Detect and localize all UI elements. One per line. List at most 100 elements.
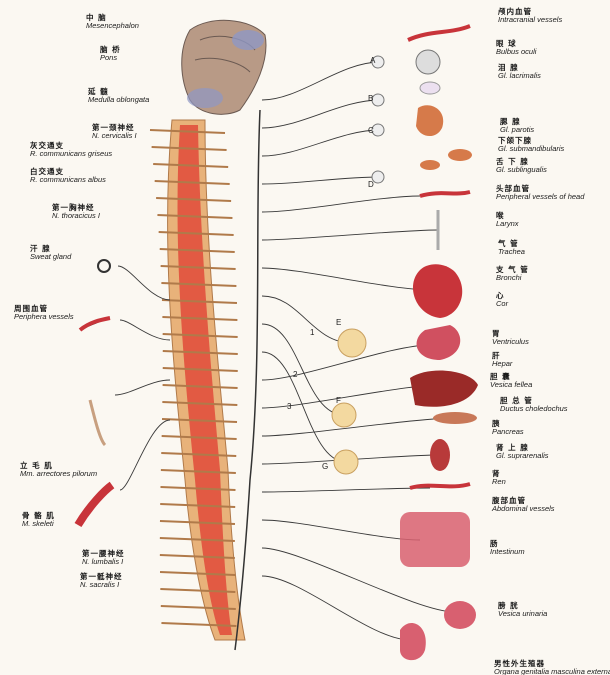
label-pons-latin: Pons [100, 54, 121, 62]
label-larynx-latin: Larynx [496, 220, 519, 228]
label-sweat-gland-latin: Sweat gland [30, 253, 71, 261]
organs [400, 26, 478, 660]
label-genitalia: 男性外生殖器Organa genitalia masculina externa [494, 660, 610, 675]
label-trachea-latin: Trachea [498, 248, 525, 256]
pancreas-shape [433, 412, 477, 424]
label-lacrimalis-latin: Gl. lacrimalis [498, 72, 541, 80]
heart-shape [413, 264, 462, 318]
ganglion-letter-A: A [370, 56, 375, 65]
kidney-shape [430, 439, 450, 471]
label-m-skeleti-latin: M. skeleti [22, 520, 55, 528]
label-r-albus-latin: R. communicans albus [30, 176, 106, 184]
label-n-cervicalis-latin: N. cervicalis I [92, 132, 137, 140]
label-medulla-latin: Medulla oblongata [88, 96, 149, 104]
spinal-column [150, 120, 245, 640]
label-choledochus-latin: Ductus choledochus [500, 405, 568, 413]
peripheral-targets [78, 260, 112, 525]
label-genitalia-latin: Organa genitalia masculina externa [494, 668, 610, 675]
label-arrectores-latin: Mm. arrectores pilorum [20, 470, 97, 478]
label-abdominal-latin: Abdominal vessels [492, 505, 555, 513]
head-vessel-shape [420, 192, 470, 196]
label-ren: 肾Ren [492, 470, 506, 486]
label-cor-latin: Cor [496, 300, 508, 308]
label-submandibularis-latin: Gl. submandibularis [498, 145, 564, 153]
intracranial-vessel-shape [408, 26, 470, 40]
label-sublingualis-latin: Gl. sublingualis [496, 166, 547, 174]
label-periph-vessels: 周围血管Periphera vessels [14, 305, 74, 321]
label-hepar-latin: Hepar [492, 360, 512, 368]
label-n-sacralis-latin: N. sacralis I [80, 581, 123, 589]
label-n-cervicalis: 第一颈神经N. cervicalis I [92, 124, 137, 140]
label-intestinum-latin: Intestinum [490, 548, 525, 556]
label-suprarenalis-latin: Gl. suprarenalis [496, 452, 549, 460]
label-mesencephalon-latin: Mesencephalon [86, 22, 139, 30]
ganglion-letter-E: E [336, 318, 341, 327]
nerve-number-2: 2 [293, 370, 297, 379]
nerve-number-1: 1 [310, 328, 314, 337]
genitalia-shape [400, 623, 426, 660]
parotid-shape [416, 105, 443, 136]
label-vesica-fellea: 胆 囊Vesica fellea [490, 373, 532, 389]
intestine-shape [400, 512, 470, 567]
eyeball-shape [416, 50, 440, 74]
peripheral-vessel-shape [80, 318, 110, 330]
label-pancreas-latin: Pancreas [492, 428, 524, 436]
label-sweat-gland: 汗 腺Sweat gland [30, 245, 71, 261]
sweat-gland-shape [98, 260, 110, 272]
skeletal-muscle-shape [78, 485, 112, 525]
label-ren-latin: Ren [492, 478, 506, 486]
label-intracranial-latin: Intracranial vessels [498, 16, 562, 24]
brainstem [182, 20, 266, 114]
lacrimal-shape [420, 82, 440, 94]
label-n-thoracicus-latin: N. thoracicus I [52, 212, 100, 220]
stomach-shape [417, 325, 461, 360]
label-bronchi-latin: Bronchi [496, 274, 529, 282]
label-bulbus-latin: Bulbus oculi [496, 48, 536, 56]
label-vessels-head-latin: Peripheral vessels of head [496, 193, 584, 201]
label-r-griseus: 灰交通支R. communicans griseus [30, 142, 112, 158]
label-r-griseus-latin: R. communicans griseus [30, 150, 112, 158]
nerve-number-3: 3 [287, 402, 291, 411]
arrector-shape [90, 400, 105, 445]
ganglion-letter-F: F [336, 396, 341, 405]
label-medulla: 延 髓Medulla oblongata [88, 88, 149, 104]
label-vesica-fellea-latin: Vesica fellea [490, 381, 532, 389]
bladder-shape [444, 601, 476, 629]
label-periph-vessels-latin: Periphera vessels [14, 313, 74, 321]
liver-shape [410, 371, 478, 407]
label-vesica-urinaria-latin: Vesica urinaria [498, 610, 547, 618]
ganglion-letter-B: B [368, 94, 373, 103]
sympathetic-trunk [235, 110, 260, 650]
abdominal-vessel-shape [410, 484, 470, 488]
label-parotis-latin: Gl. parotis [500, 126, 534, 134]
ganglion-letter-G: G [322, 462, 328, 471]
ganglion-letter-D: D [368, 180, 374, 189]
submandibular-shape [448, 149, 472, 161]
prevertebral-ganglia [332, 56, 384, 474]
label-ventriculus-latin: Ventriculus [492, 338, 529, 346]
